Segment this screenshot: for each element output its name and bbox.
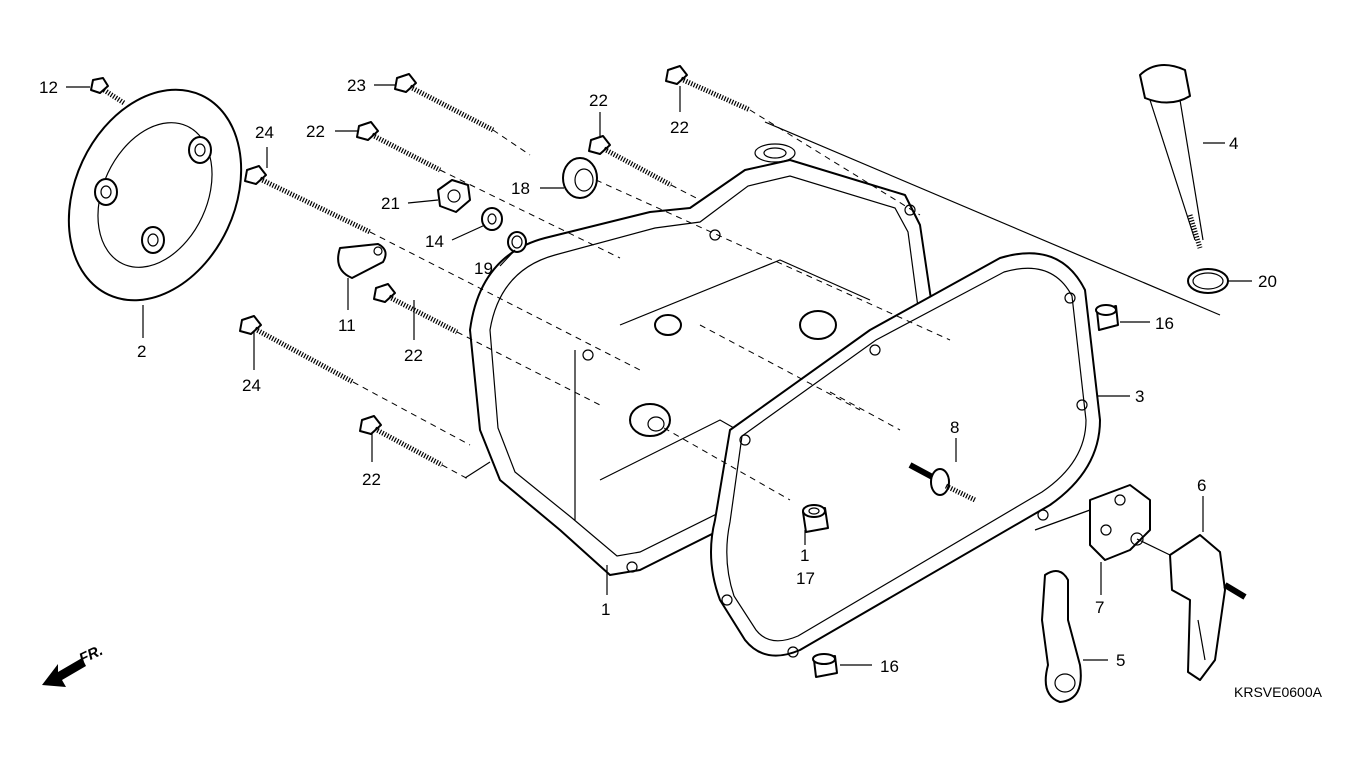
gasket	[710, 252, 1101, 658]
callout-22: 22	[589, 91, 608, 110]
callout-6: 6	[1197, 476, 1206, 495]
front-arrow-icon	[42, 658, 86, 687]
front-direction-indicator: FR.	[42, 642, 106, 687]
callout-16: 16	[1155, 314, 1174, 333]
callout-labels: 12 23 22 24 22 22 18 21 14 19 11 2 22 24…	[39, 76, 1277, 676]
callout-18: 18	[511, 179, 530, 198]
callout-2: 2	[137, 342, 146, 361]
callout-1: 1	[601, 600, 610, 619]
bolts	[90, 65, 752, 468]
callout-22: 22	[404, 346, 423, 365]
front-label: FR.	[77, 642, 106, 668]
callout-22: 22	[670, 118, 689, 137]
callout-14: 14	[425, 232, 444, 251]
leader-lines	[352, 109, 1221, 556]
callout-22: 22	[362, 470, 381, 489]
callout-24: 24	[242, 376, 261, 395]
callout-leaders	[66, 84, 1252, 666]
callout-22: 22	[306, 122, 325, 141]
callout-19: 19	[474, 259, 493, 278]
callout-17: 17	[796, 569, 815, 588]
callout-1: 1	[800, 546, 809, 565]
callout-24: 24	[255, 123, 274, 142]
callout-3: 3	[1135, 387, 1144, 406]
drawing-code: KRSVE0600A	[1234, 684, 1323, 700]
callout-11: 11	[338, 316, 356, 335]
callout-16: 16	[880, 657, 899, 676]
callout-23: 23	[347, 76, 366, 95]
callout-12: 12	[39, 78, 58, 97]
callout-7: 7	[1095, 598, 1104, 617]
callout-4: 4	[1229, 134, 1238, 153]
callout-5: 5	[1116, 651, 1125, 670]
small-parts	[337, 64, 1247, 703]
cover-plate	[67, 88, 243, 302]
callout-21: 21	[381, 194, 400, 213]
callout-20: 20	[1258, 272, 1277, 291]
callout-8: 8	[950, 418, 959, 437]
